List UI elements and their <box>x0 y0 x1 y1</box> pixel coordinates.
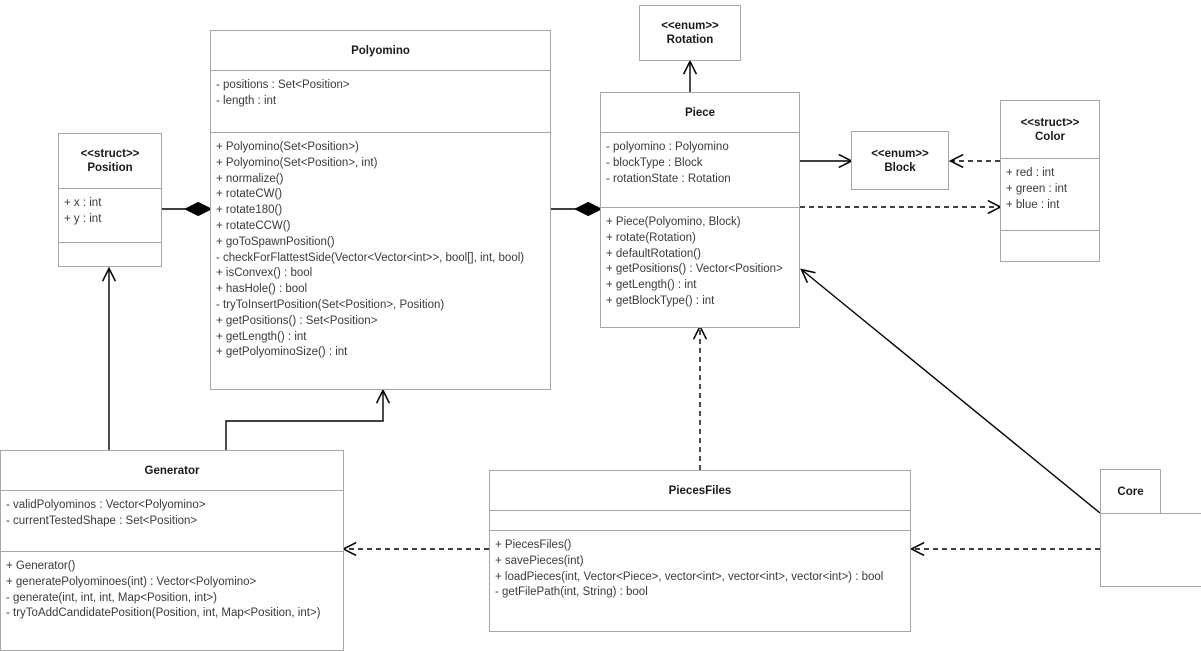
class-box-block[interactable]: <<enum>> Block <box>851 131 949 190</box>
class-name-rotation: Rotation <box>666 34 714 46</box>
class-attributes-piece: - polyomino : Polyomino - blockType : Bl… <box>601 133 799 208</box>
method: + loadPieces(int, Vector<Piece>, vector<… <box>495 570 884 583</box>
class-box-core-body[interactable] <box>1100 513 1201 587</box>
class-name-position: Position <box>87 162 133 174</box>
method: + rotate180() <box>216 204 283 217</box>
class-box-piece[interactable]: Piece - polyomino : Polyomino - blockTyp… <box>600 92 800 328</box>
class-attributes-color: + red : int + green : int + blue : int <box>1001 159 1099 231</box>
method: + Generator() <box>6 560 76 572</box>
method: + getLength() : int <box>216 330 307 343</box>
class-name-piecesfiles: PiecesFiles <box>668 484 732 497</box>
attribute: - validPolyominos : Vector<Polyomino> <box>6 499 206 511</box>
class-methods-polyomino: + Polyomino(Set<Position>) + Polyomino(S… <box>211 133 550 391</box>
method: + getPositions() : Set<Position> <box>216 314 378 327</box>
class-box-polyomino[interactable]: Polyomino - positions : Set<Position> - … <box>210 30 551 390</box>
attribute: - rotationState : Rotation <box>606 172 731 185</box>
class-box-rotation[interactable]: <<enum>> Rotation <box>639 5 741 61</box>
class-box-generator[interactable]: Generator - validPolyominos : Vector<Pol… <box>0 450 344 651</box>
method: + rotateCCW() <box>216 219 291 232</box>
class-attributes-piecesfiles <box>490 511 910 531</box>
attribute: - polyomino : Polyomino <box>606 141 729 153</box>
attribute: - currentTestedShape : Set<Position> <box>6 514 198 527</box>
class-name-polyomino: Polyomino <box>351 44 410 57</box>
method: + getBlockType() : int <box>606 294 715 307</box>
method: - getFilePath(int, String) : bool <box>495 586 648 599</box>
class-title-piece: Piece <box>601 93 799 133</box>
class-title-color: <<struct>> Color <box>1001 101 1099 159</box>
edge-generator-polyomino <box>225 391 383 450</box>
class-attributes-generator: - validPolyominos : Vector<Polyomino> - … <box>1 491 343 552</box>
attribute: + y : int <box>64 212 102 225</box>
method: + rotateCW() <box>216 188 283 201</box>
method: - checkForFlattestSide(Vector<Vector<int… <box>216 251 525 264</box>
method: + getLength() : int <box>606 279 697 292</box>
class-methods-piecesfiles: + PiecesFiles() + savePieces(int) + load… <box>490 531 910 631</box>
class-name-color: Color <box>1034 130 1066 143</box>
class-box-core[interactable]: Core <box>1100 469 1161 514</box>
class-title-rotation: <<enum>> Rotation <box>640 6 740 60</box>
class-box-piecesfiles[interactable]: PiecesFiles + PiecesFiles() + savePieces… <box>489 470 911 632</box>
class-title-polyomino: Polyomino <box>211 31 550 71</box>
class-attributes-polyomino: - positions : Set<Position> - length : i… <box>211 71 550 133</box>
class-stereotype-rotation: <<enum>> <box>661 20 719 32</box>
attribute: + red : int <box>1006 167 1055 179</box>
method: + normalize() <box>216 172 284 185</box>
class-methods-position <box>59 243 161 266</box>
method: + generatePolyominoes(int) : Vector<Poly… <box>6 575 257 588</box>
attribute: + green : int <box>1006 182 1068 195</box>
class-title-generator: Generator <box>1 451 343 491</box>
method: - tryToInsertPosition(Set<Position>, Pos… <box>216 298 445 311</box>
class-box-position[interactable]: <<struct>> Position + x : int + y : int <box>58 133 162 267</box>
method: + Polyomino(Set<Position>) <box>216 141 359 153</box>
method: + Piece(Polyomino, Block) <box>606 216 741 228</box>
attribute: + x : int <box>64 197 102 209</box>
class-name-generator: Generator <box>144 464 200 477</box>
class-title-piecesfiles: PiecesFiles <box>490 471 910 511</box>
class-attributes-position: + x : int + y : int <box>59 189 161 243</box>
class-name-core: Core <box>1117 485 1144 498</box>
class-box-color[interactable]: <<struct>> Color + red : int + green : i… <box>1000 100 1100 262</box>
method: + getPositions() : Vector<Position> <box>606 263 783 276</box>
method: + PiecesFiles() <box>495 539 572 551</box>
method: + defaultRotation() <box>606 247 701 260</box>
attribute: + blue : int <box>1006 198 1060 211</box>
attribute: - positions : Set<Position> <box>216 79 350 91</box>
method: - tryToAddCandidatePosition(Position, in… <box>6 607 321 620</box>
method: + hasHole() : bool <box>216 283 308 296</box>
attribute: - length : int <box>216 94 277 107</box>
class-methods-color <box>1001 231 1099 261</box>
class-stereotype-color: <<struct>> <box>1020 116 1080 129</box>
method: + savePieces(int) <box>495 554 584 567</box>
class-methods-generator: + Generator() + generatePolyominoes(int)… <box>1 552 343 650</box>
method: + isConvex() : bool <box>216 267 313 280</box>
class-methods-piece: + Piece(Polyomino, Block) + rotate(Rotat… <box>601 208 799 328</box>
class-stereotype-position: <<struct>> <box>80 148 140 160</box>
attribute: - blockType : Block <box>606 156 703 169</box>
class-title-position: <<struct>> Position <box>59 134 161 189</box>
class-name-piece: Piece <box>684 106 716 119</box>
class-stereotype-block: <<enum>> <box>871 147 929 160</box>
class-title-block: <<enum>> Block <box>852 132 948 189</box>
method: + goToSpawnPosition() <box>216 235 335 248</box>
method: + rotate(Rotation) <box>606 231 696 244</box>
class-name-block: Block <box>884 161 916 174</box>
method: + getPolyominoSize() : int <box>216 346 348 359</box>
method: + Polyomino(Set<Position>, int) <box>216 156 378 169</box>
method: - generate(int, int, int, Map<Position, … <box>6 591 217 604</box>
